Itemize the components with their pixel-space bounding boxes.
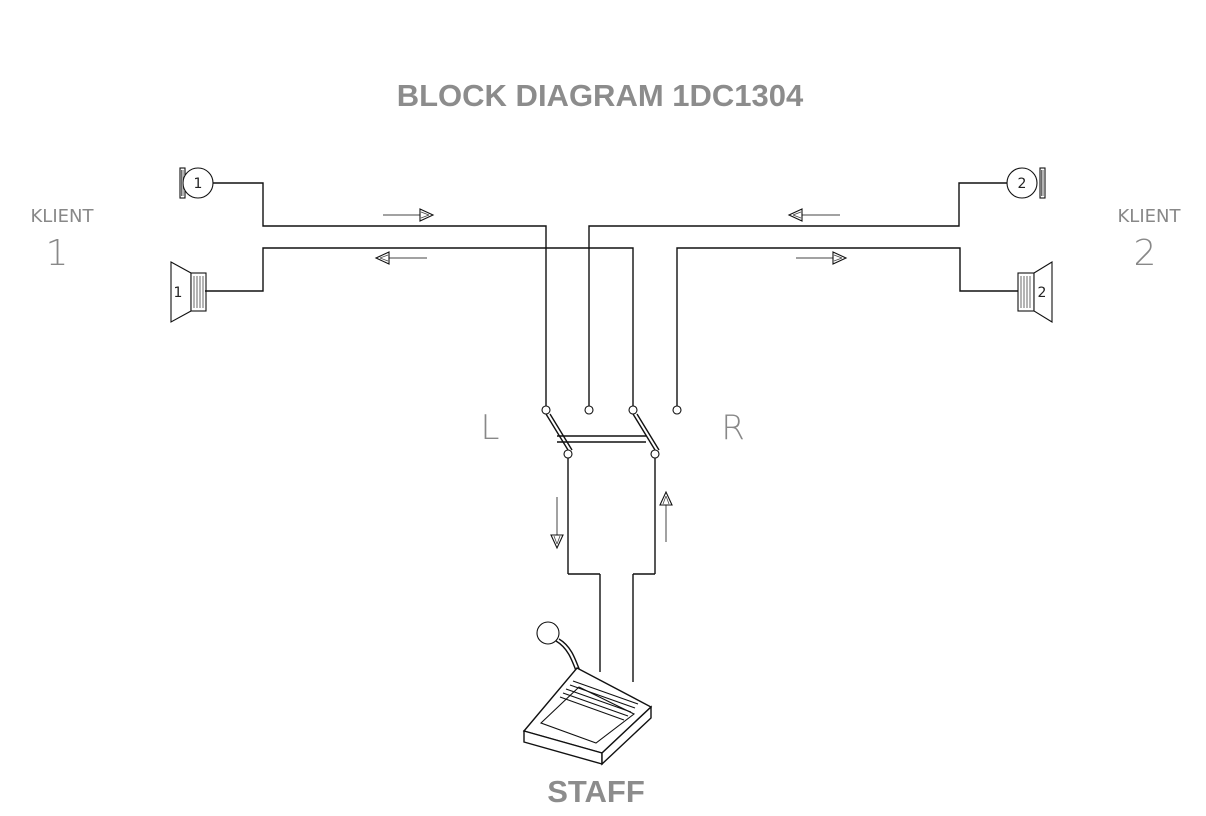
left-speaker-icon: 1 — [170, 261, 207, 323]
wiring — [205, 182, 1018, 682]
client-left-number: 1 — [46, 233, 69, 274]
right-speaker-label: 2 — [1038, 285, 1047, 301]
left-microphone-label: 1 — [194, 176, 203, 192]
client-right-number: 2 — [1134, 233, 1157, 274]
staff-label: STAFF — [547, 774, 645, 809]
left-microphone-icon: 1 — [179, 167, 214, 199]
diagram-title: BLOCK DIAGRAM 1DC1304 — [397, 78, 804, 113]
switch-assembly — [541, 405, 682, 459]
client-left-label: KLIENT — [31, 206, 95, 227]
client-right-label: KLIENT — [1118, 206, 1182, 227]
left-speaker-label: 1 — [174, 285, 183, 301]
switch-left-label: L — [481, 408, 500, 448]
signal-arrows — [374, 208, 848, 550]
right-microphone-icon: 2 — [1006, 167, 1046, 199]
switch-right-label: R — [721, 408, 745, 448]
staff-console-icon — [522, 621, 653, 766]
right-speaker-icon: 2 — [1017, 261, 1053, 323]
right-microphone-label: 2 — [1018, 176, 1027, 192]
